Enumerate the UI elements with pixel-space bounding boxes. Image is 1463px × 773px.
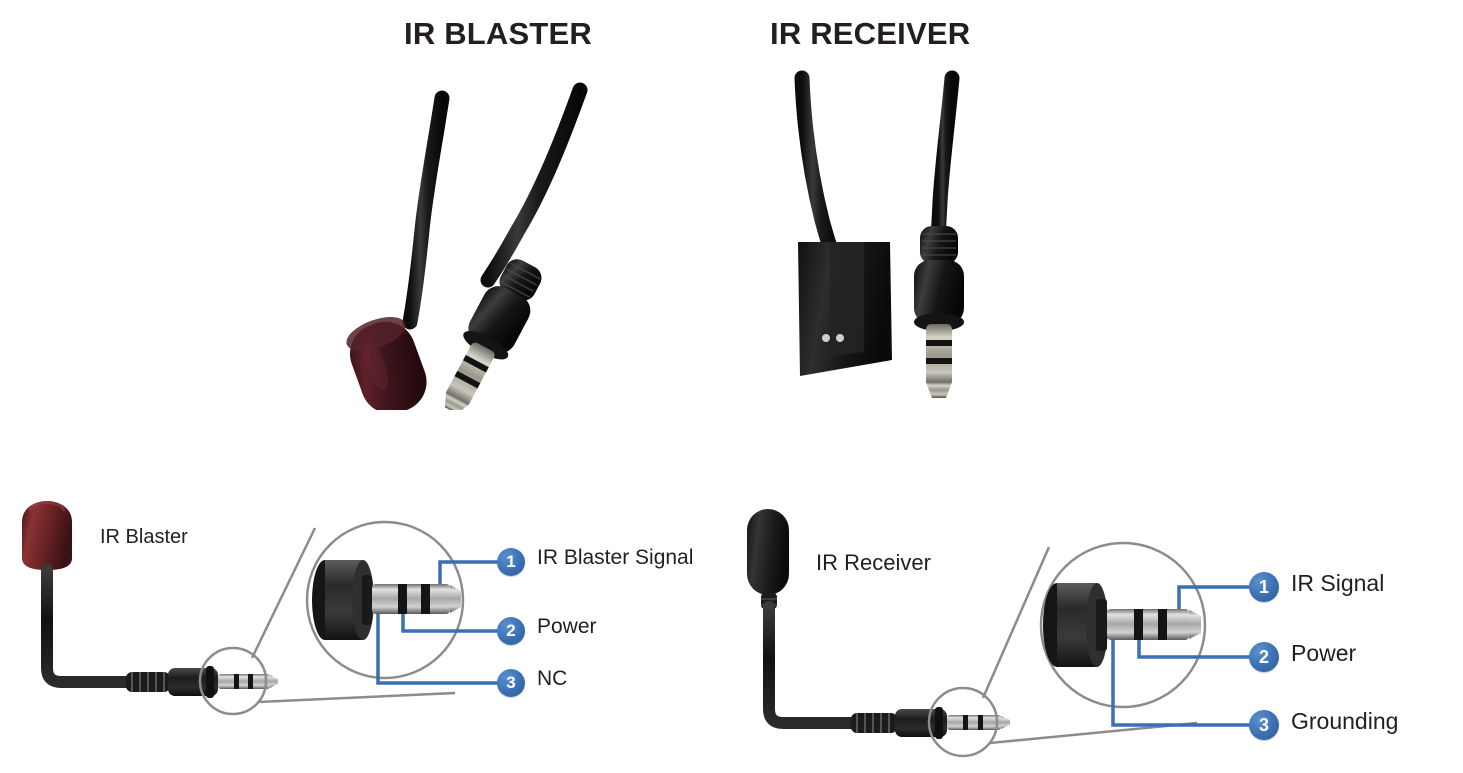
receiver-photo-cable-right	[930, 70, 960, 254]
callout-label-blaster-3: NC	[537, 667, 568, 690]
ir-receiver-capsule-icon	[747, 509, 789, 609]
ir-blaster-plug-small	[126, 666, 278, 698]
ir-receiver-pinout-graphic	[747, 509, 1264, 758]
ir-blaster-dome-icon	[22, 501, 72, 570]
blaster-photo-plug	[444, 259, 542, 410]
blaster-photo-emitter	[346, 317, 427, 410]
leader-lines-receiver	[1111, 585, 1264, 727]
ir-receiver-cable	[763, 601, 871, 729]
ir-blaster-photo	[330, 70, 640, 410]
leader-lines-blaster	[376, 560, 512, 685]
magnifier-small-circle-receiver	[927, 686, 999, 758]
receiver-photo-plug	[914, 226, 964, 398]
ir-blaster-cable	[41, 564, 146, 688]
magnifier-tangent-lines	[250, 527, 456, 704]
magnifier-big-circle	[305, 520, 465, 680]
ir-blaster-photo-graphic	[346, 82, 588, 410]
badge-receiver-3: 3	[1249, 710, 1279, 740]
badge-blaster-3: 3	[497, 669, 525, 697]
ir-blaster-pinout-diagram: 1 IR Blaster Signal 2 Power 3 NC IR Blas…	[0, 480, 740, 773]
badge-receiver-2: 2	[1249, 642, 1279, 672]
receiver-photo-sensor-block	[798, 242, 892, 376]
ir-blaster-device-label: IR Blaster	[100, 526, 188, 548]
callout-label-blaster-2: Power	[537, 615, 597, 638]
blaster-photo-cable-left	[402, 90, 450, 330]
heading-ir-blaster: IR BLASTER	[404, 16, 592, 51]
badge-receiver-1: 1	[1249, 572, 1279, 602]
magnifier-small-circle	[198, 646, 268, 716]
badge-blaster-1: 1	[497, 548, 525, 576]
ir-receiver-photo	[760, 70, 1030, 410]
heading-ir-receiver: IR RECEIVER	[770, 16, 971, 51]
ir-receiver-photo-graphic	[794, 70, 964, 398]
receiver-photo-cable-left	[794, 70, 844, 272]
ir-receiver-device-label: IR Receiver	[816, 550, 931, 575]
magnifier-big-circle-receiver	[1039, 541, 1207, 709]
ir-blaster-plug-magnified	[312, 560, 461, 640]
callout-label-receiver-1: IR Signal	[1291, 570, 1385, 596]
ir-blaster-pinout-graphic	[22, 501, 512, 716]
badge-blaster-2: 2	[497, 617, 525, 645]
ir-receiver-plug-small	[851, 707, 1010, 739]
callout-label-blaster-1: IR Blaster Signal	[537, 546, 694, 569]
callout-label-receiver-3: Grounding	[1291, 708, 1399, 734]
ir-receiver-pinout-diagram: 1 IR Signal 2 Power 3 Grounding IR Recei…	[735, 495, 1463, 773]
callout-label-receiver-2: Power	[1291, 640, 1357, 666]
blaster-photo-cable-right	[480, 82, 588, 288]
ir-receiver-plug-magnified	[1043, 583, 1201, 667]
